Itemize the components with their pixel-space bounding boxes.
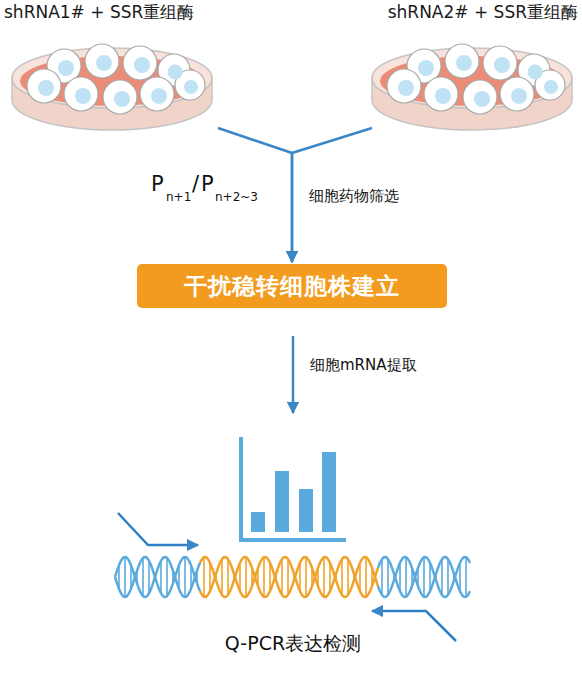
dna-rung: [441, 559, 443, 595]
dna-rung: [341, 559, 343, 595]
dna-strand: [115, 557, 200, 597]
dna-rung: [387, 559, 389, 595]
passage-label: n+2~3: [215, 190, 258, 204]
dna-rung: [287, 559, 289, 595]
process-box: 干扰稳转细胞株建立: [137, 264, 447, 308]
dna-rung: [381, 559, 383, 595]
dna-rung: [365, 557, 367, 597]
dna-rung: [347, 559, 349, 595]
dna-strand: [200, 557, 378, 597]
dna-rung: [166, 558, 168, 596]
node-heading: shRNA1# + SSR重组酶: [4, 1, 194, 24]
dna-strand: [200, 557, 378, 597]
petri-dish-node: shRNA2# + SSR重组酶: [364, 0, 582, 128]
dna-rung: [305, 557, 307, 597]
box-title: 干扰稳转细胞株建立: [137, 264, 447, 308]
dna-strand: [378, 557, 470, 597]
dna-rung: [227, 559, 229, 595]
dna-rung: [142, 558, 144, 596]
petri-dish-node: shRNA1# + SSR重组酶: [4, 0, 226, 128]
primer-arrow: [372, 611, 456, 641]
dna-rung: [405, 557, 407, 597]
primer-arrow: [118, 513, 198, 545]
dna-rung: [263, 557, 265, 597]
dna-rung: [124, 557, 126, 597]
dna-rung: [281, 559, 283, 595]
dna-rung: [323, 557, 325, 597]
dna-strand: [378, 557, 470, 597]
flow-arrow: [292, 308, 295, 413]
passage-label: /: [192, 172, 199, 196]
dna-rung: [447, 559, 449, 595]
dna-rung: [184, 557, 186, 597]
dna-rung: [465, 557, 467, 597]
node-heading: Q-PCR表达检测: [100, 631, 486, 657]
qpcr-node: Q-PCR表达检测: [100, 415, 486, 673]
dna-strand: [115, 557, 200, 597]
passage-label: P: [151, 172, 164, 196]
dna-rung: [203, 557, 205, 597]
passage-label: P: [201, 172, 214, 196]
petri-dish: [372, 44, 572, 130]
dna-helix: [115, 557, 470, 597]
petri-dish: [12, 44, 212, 130]
step-label: 细胞mRNA提取: [310, 356, 417, 375]
dna-rung: [221, 559, 223, 595]
dna-rung: [245, 557, 247, 597]
bar-chart-icon: [241, 437, 346, 540]
dna-rung: [148, 561, 150, 593]
dna-rung: [423, 557, 425, 597]
dna-rung: [160, 561, 162, 593]
step-label: 细胞药物筛选: [309, 187, 399, 206]
passage-label: n+1: [166, 190, 191, 204]
node-heading: shRNA2# + SSR重组酶: [388, 1, 578, 24]
